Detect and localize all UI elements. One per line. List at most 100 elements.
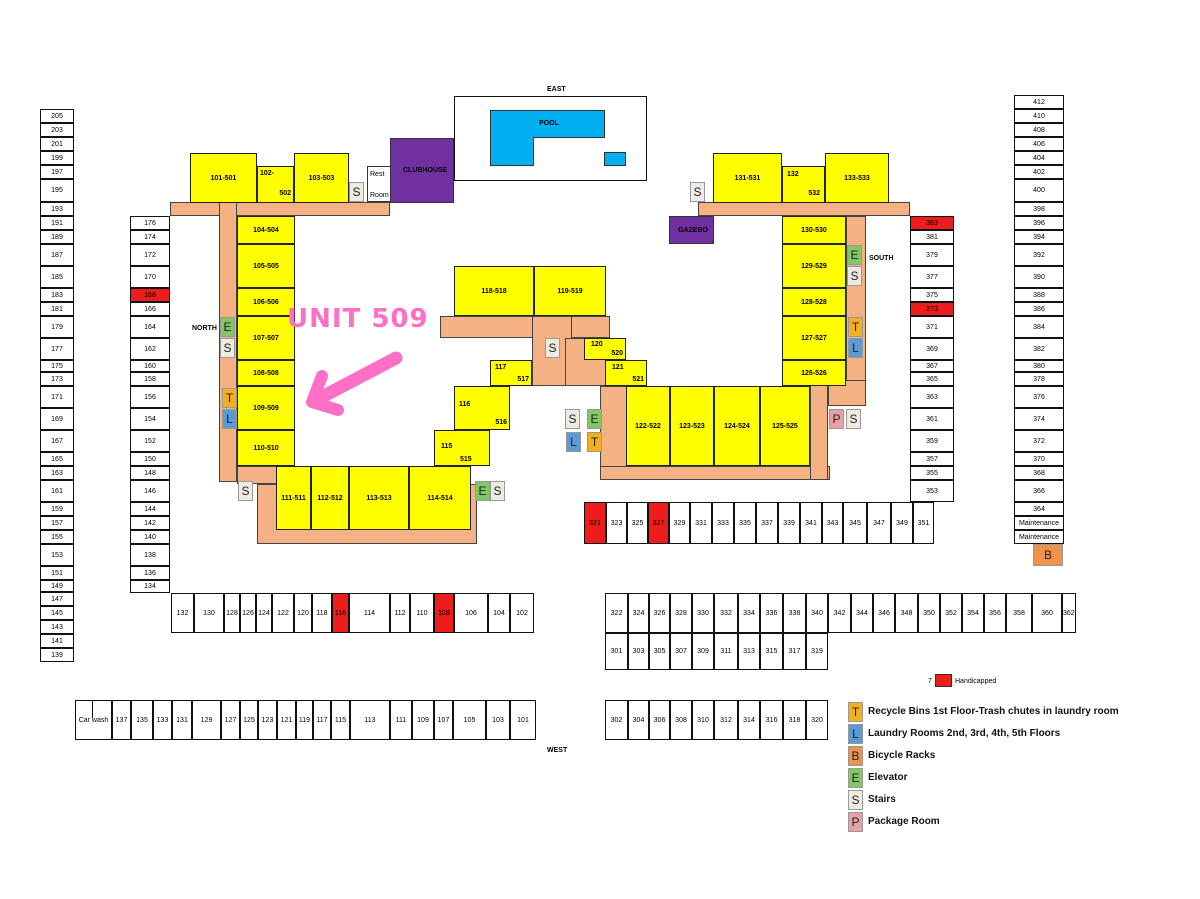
garage-unit-351[interactable]: 351: [913, 502, 934, 544]
garage-unit-173[interactable]: 173: [40, 372, 74, 386]
garage-unit-369[interactable]: 369: [910, 338, 954, 360]
garage-unit-348[interactable]: 348: [895, 593, 918, 633]
building-122-522[interactable]: 122-522: [626, 386, 670, 466]
building-119-519[interactable]: 119-519: [534, 266, 606, 316]
garage-unit-181[interactable]: 181: [40, 302, 74, 316]
garage-unit-332[interactable]: 332: [714, 593, 738, 633]
garage-unit-107[interactable]: 107: [434, 700, 453, 740]
garage-unit-386[interactable]: 386: [1014, 302, 1064, 316]
garage-unit-317[interactable]: 317: [783, 633, 806, 670]
garage-unit-316[interactable]: 316: [760, 700, 783, 740]
garage-unit-384[interactable]: 384: [1014, 316, 1064, 338]
garage-unit-144[interactable]: 144: [130, 502, 170, 516]
garage-unit-406[interactable]: 406: [1014, 137, 1064, 151]
garage-unit-175[interactable]: 175: [40, 360, 74, 372]
garage-unit-329[interactable]: 329: [669, 502, 690, 544]
garage-unit-203[interactable]: 203: [40, 123, 74, 137]
garage-unit-135[interactable]: 135: [131, 700, 153, 740]
garage-unit-363[interactable]: 363: [910, 386, 954, 408]
garage-unit-157[interactable]: 157: [40, 516, 74, 530]
garage-unit-344[interactable]: 344: [851, 593, 873, 633]
garage-unit-133[interactable]: 133: [153, 700, 172, 740]
garage-unit-310[interactable]: 310: [692, 700, 714, 740]
garage-unit-201[interactable]: 201: [40, 137, 74, 151]
garage-unit-179[interactable]: 179: [40, 316, 74, 338]
garage-unit-353[interactable]: 353: [910, 480, 954, 502]
garage-unit-318[interactable]: 318: [783, 700, 806, 740]
garage-unit-373[interactable]: 373: [910, 302, 954, 316]
building-112-512[interactable]: 112-512: [311, 466, 349, 530]
garage-unit-372[interactable]: 372: [1014, 430, 1064, 452]
garage-unit-359[interactable]: 359: [910, 430, 954, 452]
garage-unit-345[interactable]: 345: [843, 502, 867, 544]
garage-unit-306[interactable]: 306: [649, 700, 670, 740]
garage-unit-323[interactable]: 323: [606, 502, 627, 544]
garage-unit-331[interactable]: 331: [690, 502, 712, 544]
bicycle-racks-icon[interactable]: B: [1033, 544, 1063, 566]
garage-unit-400[interactable]: 400: [1014, 179, 1064, 202]
garage-unit-164[interactable]: 164: [130, 316, 170, 338]
garage-unit-322[interactable]: 322: [605, 593, 628, 633]
garage-unit-121[interactable]: 121: [277, 700, 296, 740]
garage-unit-379[interactable]: 379: [910, 244, 954, 266]
garage-unit-408[interactable]: 408: [1014, 123, 1064, 137]
garage-unit-410[interactable]: 410: [1014, 109, 1064, 123]
garage-unit-320[interactable]: 320: [806, 700, 828, 740]
garage-unit-336[interactable]: 336: [760, 593, 783, 633]
stairs-icon[interactable]: S: [545, 338, 560, 358]
stairs-icon[interactable]: S: [565, 409, 580, 429]
garage-unit-398[interactable]: 398: [1014, 202, 1064, 216]
building-108-508[interactable]: 108-508: [237, 360, 295, 386]
garage-unit-185[interactable]: 185: [40, 266, 74, 288]
garage-unit-382[interactable]: 382: [1014, 338, 1064, 360]
building-102-502[interactable]: 102- 502: [257, 166, 294, 203]
garage-unit-355[interactable]: 355: [910, 466, 954, 480]
garage-unit-402[interactable]: 402: [1014, 165, 1064, 179]
garage-unit-383[interactable]: 383: [910, 216, 954, 230]
garage-unit-357[interactable]: 357: [910, 452, 954, 466]
garage-unit-312[interactable]: 312: [714, 700, 738, 740]
garage-unit-138[interactable]: 138: [130, 544, 170, 566]
garage-unit-340[interactable]: 340: [806, 593, 828, 633]
recycle-bins-icon[interactable]: T: [222, 388, 237, 408]
building-131-531[interactable]: 131-531: [713, 153, 782, 203]
maintenance-unit[interactable]: Maintenance: [1014, 516, 1064, 530]
elevator-icon[interactable]: E: [587, 409, 602, 429]
garage-unit-337[interactable]: 337: [756, 502, 778, 544]
garage-unit-129[interactable]: 129: [192, 700, 221, 740]
stairs-icon[interactable]: S: [349, 182, 364, 202]
garage-unit-303[interactable]: 303: [628, 633, 649, 670]
garage-unit-197[interactable]: 197: [40, 165, 74, 179]
garage-unit-171[interactable]: 171: [40, 386, 74, 408]
building-115-515[interactable]: 115 515: [434, 430, 490, 466]
garage-unit-193[interactable]: 193: [40, 202, 74, 216]
garage-unit-113[interactable]: 113: [350, 700, 390, 740]
garage-unit-114[interactable]: 114: [349, 593, 390, 633]
building-123-523[interactable]: 123-523: [670, 386, 714, 466]
garage-unit-125[interactable]: 125: [240, 700, 258, 740]
garage-unit-128[interactable]: 128: [224, 593, 240, 633]
building-104-504[interactable]: 104-504: [237, 216, 295, 244]
garage-unit-158[interactable]: 158: [130, 372, 170, 386]
building-127-527[interactable]: 127-527: [782, 316, 846, 360]
garage-unit-105[interactable]: 105: [453, 700, 486, 740]
garage-unit-154[interactable]: 154: [130, 408, 170, 430]
garage-unit-367[interactable]: 367: [910, 360, 954, 372]
garage-unit-381[interactable]: 381: [910, 230, 954, 244]
garage-unit-153[interactable]: 153: [40, 544, 74, 566]
garage-unit-147[interactable]: 147: [40, 592, 74, 606]
garage-unit-156[interactable]: 156: [130, 386, 170, 408]
garage-unit-176[interactable]: 176: [130, 216, 170, 230]
garage-unit-131[interactable]: 131: [172, 700, 192, 740]
garage-unit-199[interactable]: 199: [40, 151, 74, 165]
garage-unit-371[interactable]: 371: [910, 316, 954, 338]
garage-unit-350[interactable]: 350: [918, 593, 940, 633]
garage-unit-305[interactable]: 305: [649, 633, 670, 670]
garage-unit-149[interactable]: 149: [40, 580, 74, 592]
laundry-room-icon[interactable]: L: [848, 338, 863, 358]
garage-unit-155[interactable]: 155: [40, 530, 74, 544]
garage-unit-195[interactable]: 195: [40, 179, 74, 202]
garage-unit-172[interactable]: 172: [130, 244, 170, 266]
garage-unit-104[interactable]: 104: [488, 593, 510, 633]
garage-unit-321[interactable]: 321: [584, 502, 606, 544]
